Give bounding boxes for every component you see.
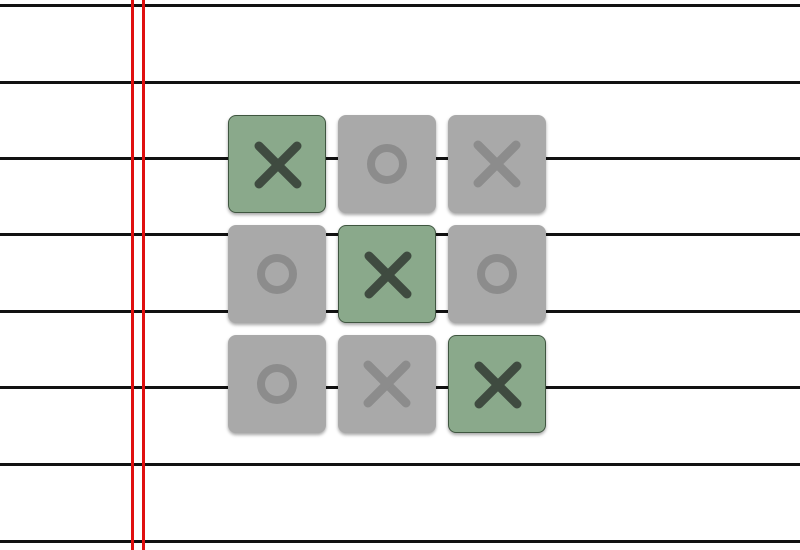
o-mark-icon — [257, 364, 297, 404]
board-cell-r1-c3[interactable] — [448, 115, 546, 213]
board-cell-r3-c1[interactable] — [228, 335, 326, 433]
tic-tac-toe-board — [228, 115, 546, 433]
board-cell-r3-c3[interactable] — [448, 335, 546, 433]
margin-line — [131, 0, 134, 550]
x-mark-icon — [364, 251, 412, 299]
board-cell-r1-c2[interactable] — [338, 115, 436, 213]
ruled-line — [0, 4, 800, 7]
board-cell-r1-c1[interactable] — [228, 115, 326, 213]
margin-line — [142, 0, 145, 550]
ruled-line — [0, 463, 800, 466]
x-mark-icon — [474, 361, 522, 409]
o-mark-icon — [257, 254, 297, 294]
x-mark-icon — [363, 360, 411, 408]
board-cell-r3-c2[interactable] — [338, 335, 436, 433]
board-cell-r2-c1[interactable] — [228, 225, 326, 323]
x-mark-icon — [473, 140, 521, 188]
o-mark-icon — [477, 254, 517, 294]
board-cell-r2-c3[interactable] — [448, 225, 546, 323]
ruled-line — [0, 81, 800, 84]
x-mark-icon — [254, 141, 302, 189]
board-cell-r2-c2[interactable] — [338, 225, 436, 323]
ruled-line — [0, 540, 800, 543]
o-mark-icon — [367, 144, 407, 184]
